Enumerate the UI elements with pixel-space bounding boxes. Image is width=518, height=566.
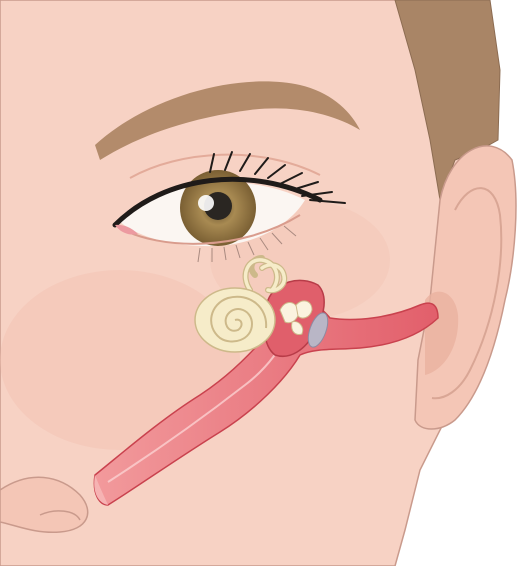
eye-highlight (198, 195, 214, 211)
